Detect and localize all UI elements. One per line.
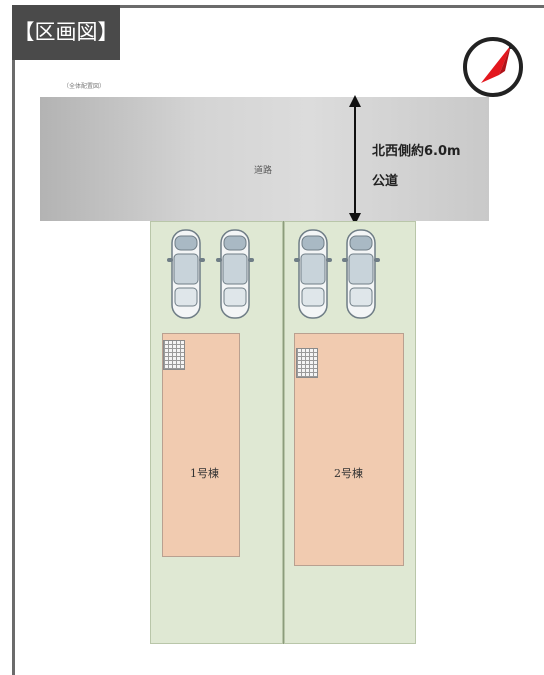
house-1-label: 1号棟 <box>190 467 219 480</box>
compass-icon <box>463 37 523 97</box>
deck-hatch-1 <box>163 340 185 370</box>
road-info-line1: 北西側約6.0m <box>372 144 461 159</box>
road-area <box>40 97 489 221</box>
lot-divider <box>283 221 284 644</box>
road-label: 道路 <box>254 166 273 176</box>
car-icon <box>342 229 380 319</box>
drawing-note: （全体配置図） <box>63 83 106 90</box>
frame-left-border <box>12 5 15 675</box>
car-icon <box>294 229 332 319</box>
road-info: 北西側約6.0m 公道 <box>372 137 461 197</box>
frame-top-border <box>12 5 544 8</box>
house-2-label: 2号棟 <box>334 467 363 480</box>
double-arrow-icon <box>349 95 361 225</box>
deck-hatch-2 <box>296 348 318 378</box>
road-info-line2: 公道 <box>372 174 399 189</box>
house-1 <box>162 333 240 557</box>
page-title: 【区画図】 <box>12 5 120 60</box>
car-icon <box>216 229 254 319</box>
car-icon <box>167 229 205 319</box>
